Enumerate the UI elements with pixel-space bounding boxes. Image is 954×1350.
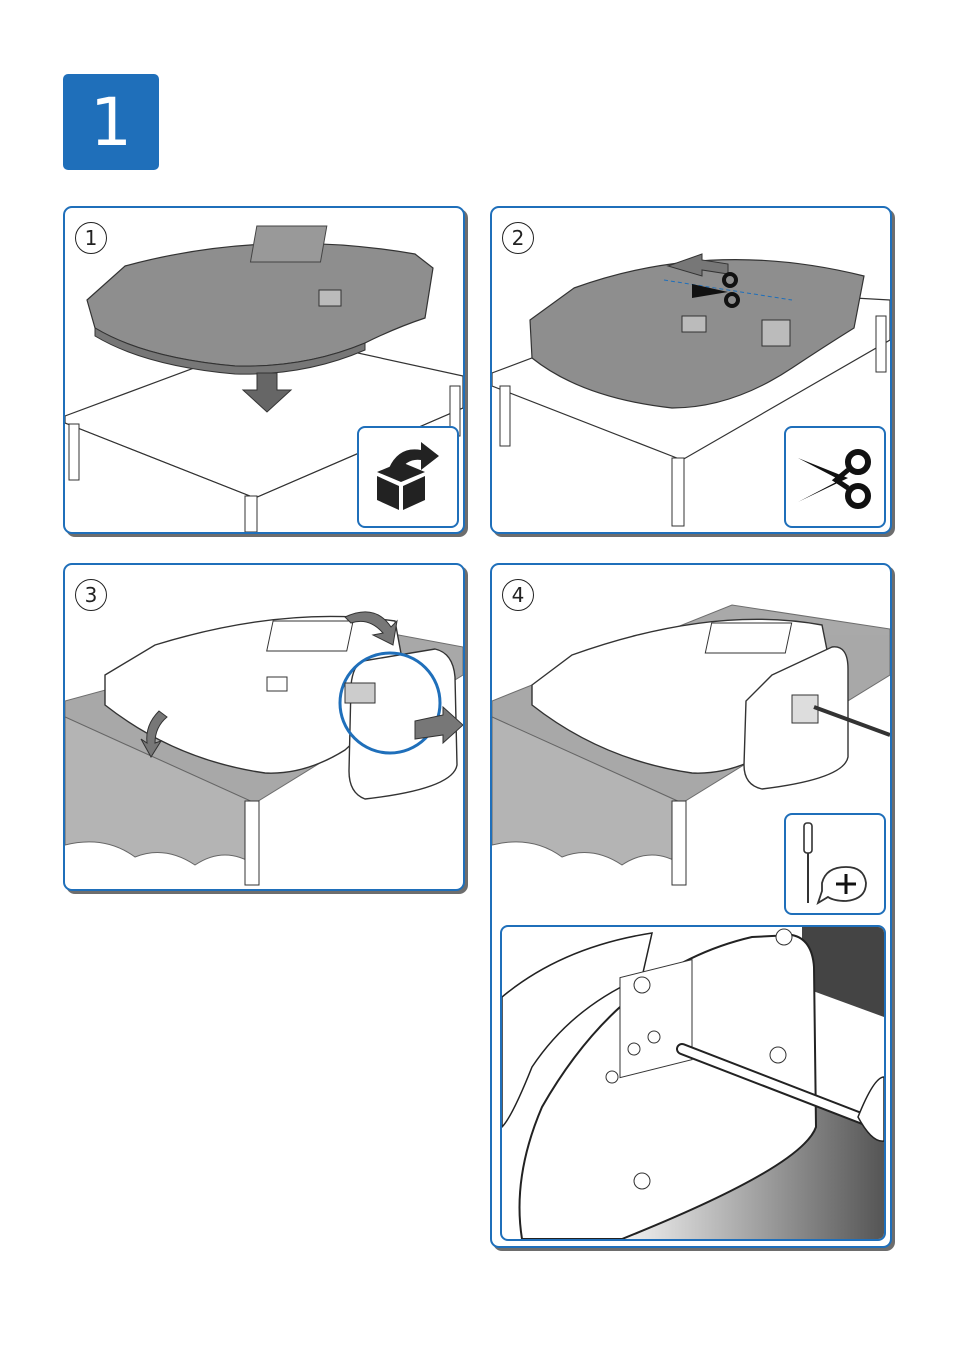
- screwdriver-plus-icon: [786, 815, 884, 913]
- panel-number-2: 2: [502, 222, 534, 254]
- scissors-icon: [786, 428, 884, 526]
- panel-step-1: 1: [63, 206, 465, 534]
- scissors-icon-box: [784, 426, 886, 528]
- unbox-icon-box: [357, 426, 459, 528]
- screwdriver-icon-box: [784, 813, 886, 915]
- panel-step-3: 3: [63, 563, 465, 891]
- panel-number-1: 1: [75, 222, 107, 254]
- panel-step-2: 2: [490, 206, 892, 534]
- detail-screws-closeup: [502, 927, 884, 1239]
- panel-step-4: 4: [490, 563, 892, 1248]
- unbox-icon: [359, 428, 457, 526]
- step-number: 1: [90, 84, 132, 161]
- illustration-attach-stand: [65, 565, 463, 889]
- detail-inset: [500, 925, 886, 1241]
- panel-number-3: 3: [75, 579, 107, 611]
- step-number-badge: 1: [63, 74, 159, 170]
- panel-number-4: 4: [502, 579, 534, 611]
